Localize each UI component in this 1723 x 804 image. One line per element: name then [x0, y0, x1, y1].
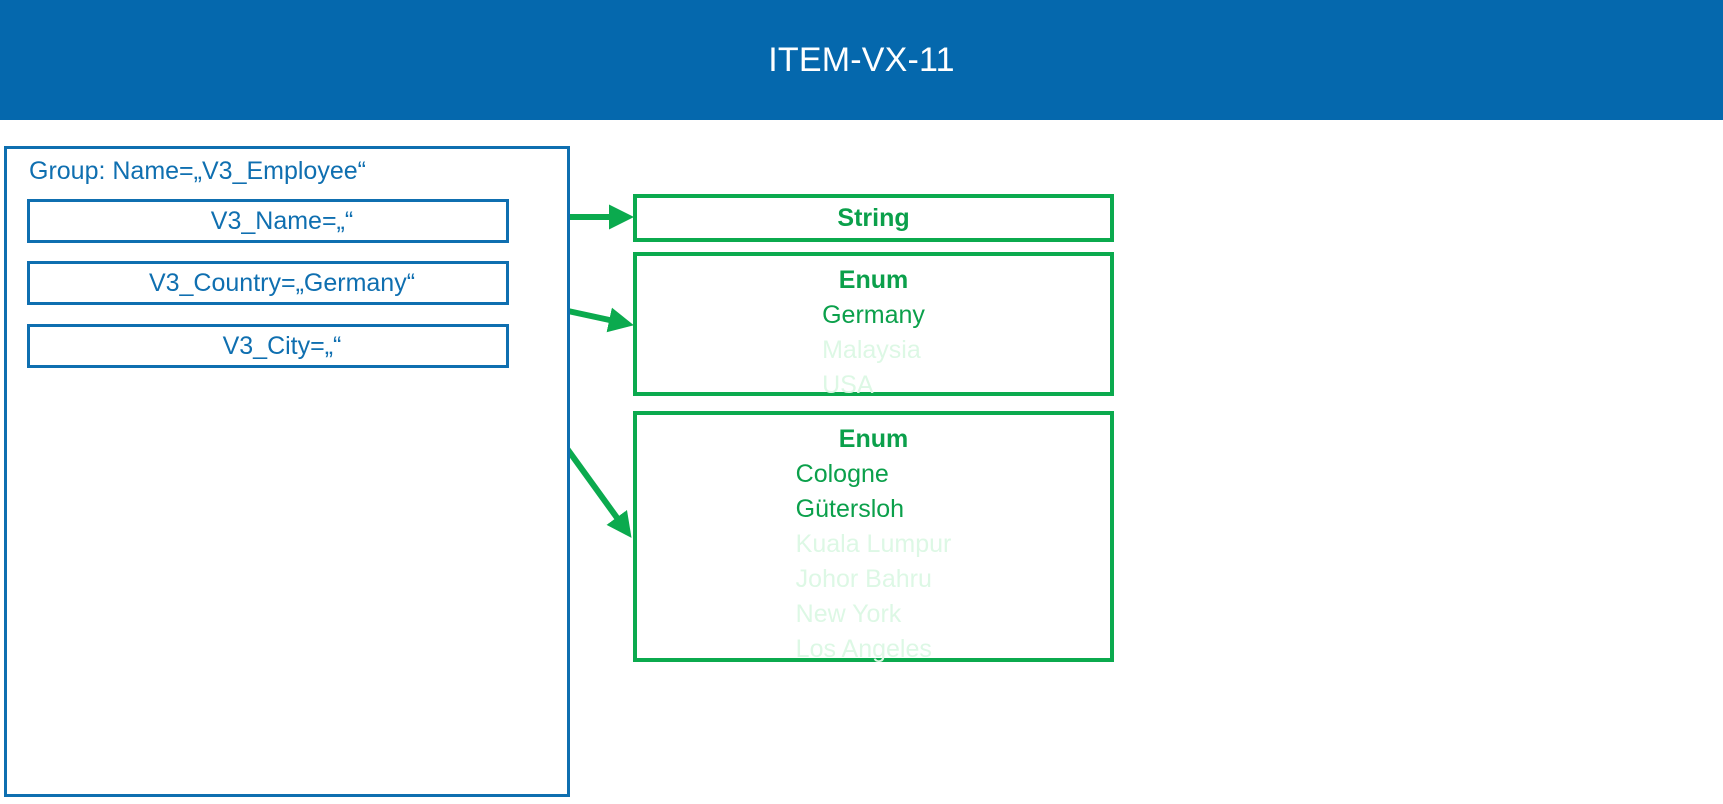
- enum-value-city-0[interactable]: Cologne: [795, 460, 889, 488]
- type-title-city-enum: Enum: [838, 425, 909, 453]
- enum-value-city-1[interactable]: Gütersloh: [795, 495, 905, 523]
- enum-value-country-1[interactable]: Malaysia: [822, 336, 921, 364]
- enum-value-city-2[interactable]: Kuala Lumpur: [795, 530, 952, 558]
- type-box-string: String: [633, 194, 1114, 242]
- field-label-v3-city: V3_City=„“: [222, 331, 342, 360]
- type-title-country-enum: Enum: [838, 266, 909, 294]
- group-panel: Group: Name=„V3_Employee“ V3_Name=„“ V3_…: [4, 146, 570, 797]
- group-label: Group: Name=„V3_Employee“: [29, 157, 366, 185]
- enum-value-city-3[interactable]: Johor Bahru: [795, 565, 932, 593]
- enum-value-city-5[interactable]: Los Angeles: [795, 635, 932, 663]
- enum-value-country-0[interactable]: Germany: [822, 301, 925, 329]
- enum-value-country-2[interactable]: USA: [822, 371, 874, 399]
- enum-value-city-4[interactable]: New York: [795, 600, 902, 628]
- header-bar: [0, 0, 1723, 120]
- type-title-string: String: [837, 204, 910, 232]
- page-title: ITEM-VX-11: [768, 40, 955, 79]
- field-row-v3-city[interactable]: V3_City=„“: [27, 324, 509, 368]
- field-label-v3-country: V3_Country=„Germany“: [148, 268, 416, 297]
- field-label-v3-name: V3_Name=„“: [210, 206, 354, 235]
- field-row-v3-country[interactable]: V3_Country=„Germany“: [27, 261, 509, 305]
- field-row-v3-name[interactable]: V3_Name=„“: [27, 199, 509, 243]
